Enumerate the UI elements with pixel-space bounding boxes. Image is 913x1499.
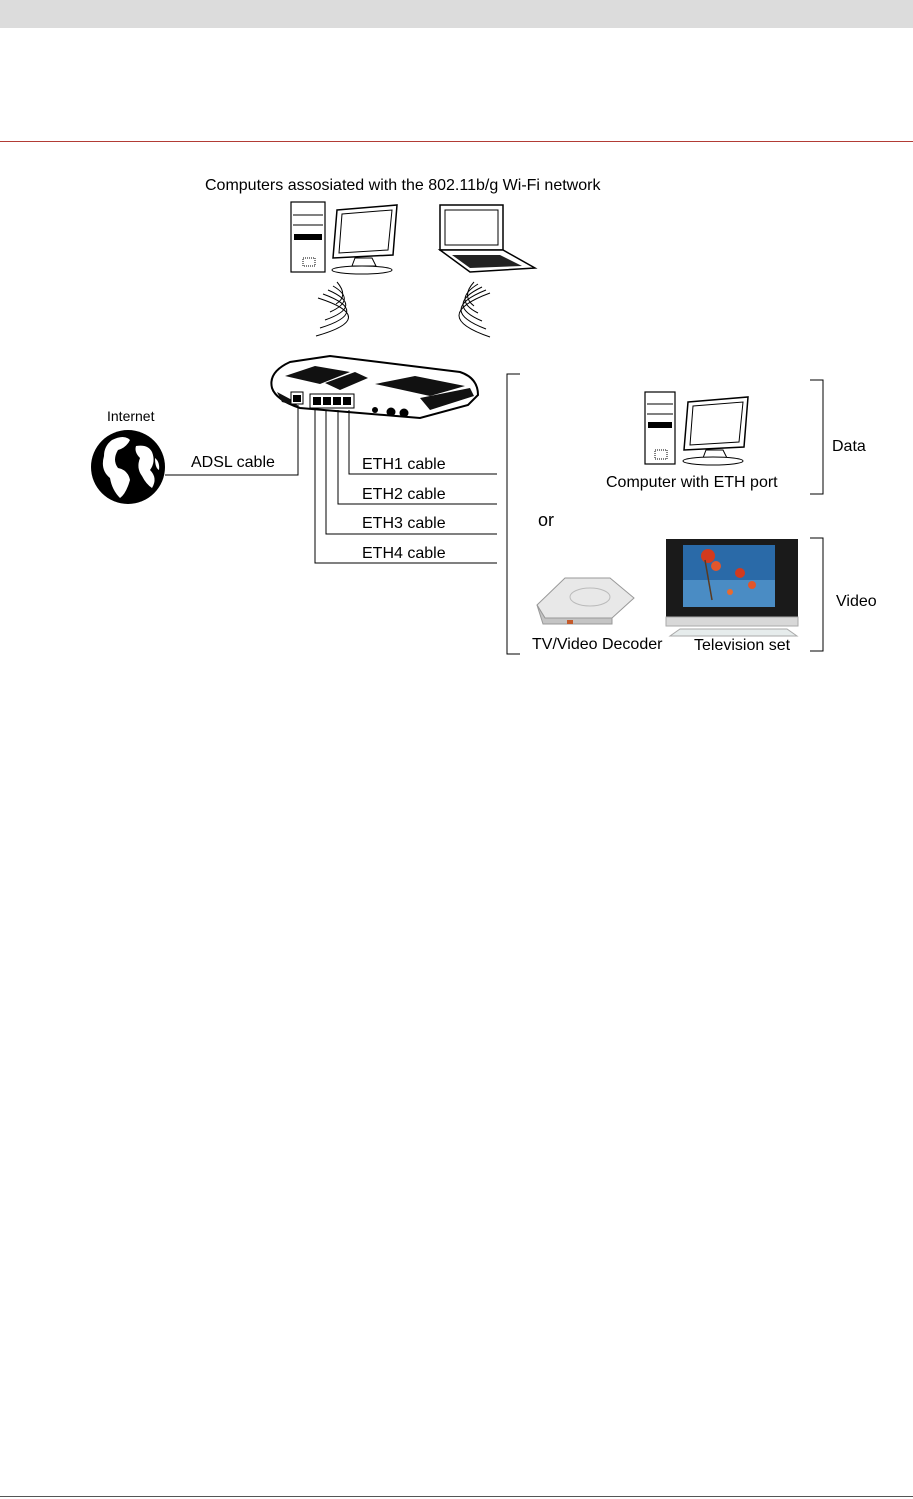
eth3-cable-line bbox=[325, 410, 497, 535]
computer-label: Computer with ETH port bbox=[606, 474, 778, 491]
eth4-cable-label: ETH4 cable bbox=[362, 545, 446, 562]
internet-globe-icon bbox=[91, 430, 165, 504]
decoder-label: TV/Video Decoder bbox=[532, 636, 663, 653]
wifi-signal-right bbox=[458, 281, 491, 338]
data-label: Data bbox=[832, 438, 866, 455]
eth4-cable-line bbox=[314, 410, 497, 564]
desktop-computer-icon bbox=[290, 201, 398, 275]
laptop-icon bbox=[437, 204, 538, 273]
wifi-signal-left bbox=[315, 281, 349, 337]
data-bracket bbox=[810, 379, 824, 495]
adsl-cable-label: ADSL cable bbox=[191, 454, 275, 471]
video-label: Video bbox=[836, 593, 877, 610]
adsl-cable-line bbox=[165, 405, 299, 476]
devices-bracket bbox=[506, 373, 520, 655]
video-decoder-icon bbox=[536, 577, 635, 625]
eth2-cable-label: ETH2 cable bbox=[362, 486, 446, 503]
eth3-cable-label: ETH3 cable bbox=[362, 515, 446, 532]
eth-computer-icon bbox=[644, 391, 749, 466]
footer-rule bbox=[0, 1496, 913, 1497]
wifi-caption: Computers assosiated with the 802.11b/g … bbox=[205, 177, 601, 194]
television-icon bbox=[665, 539, 799, 637]
cables bbox=[165, 405, 497, 564]
eth1-cable-label: ETH1 cable bbox=[362, 456, 446, 473]
or-label: or bbox=[538, 510, 554, 530]
header-rule bbox=[0, 141, 913, 142]
router-icon bbox=[270, 354, 480, 420]
header-bar bbox=[0, 0, 913, 28]
television-label: Television set bbox=[694, 637, 791, 654]
eth2-cable-line bbox=[337, 410, 497, 505]
eth1-cable-line bbox=[348, 410, 497, 475]
internet-label: Internet bbox=[107, 408, 155, 424]
video-bracket bbox=[810, 537, 824, 652]
